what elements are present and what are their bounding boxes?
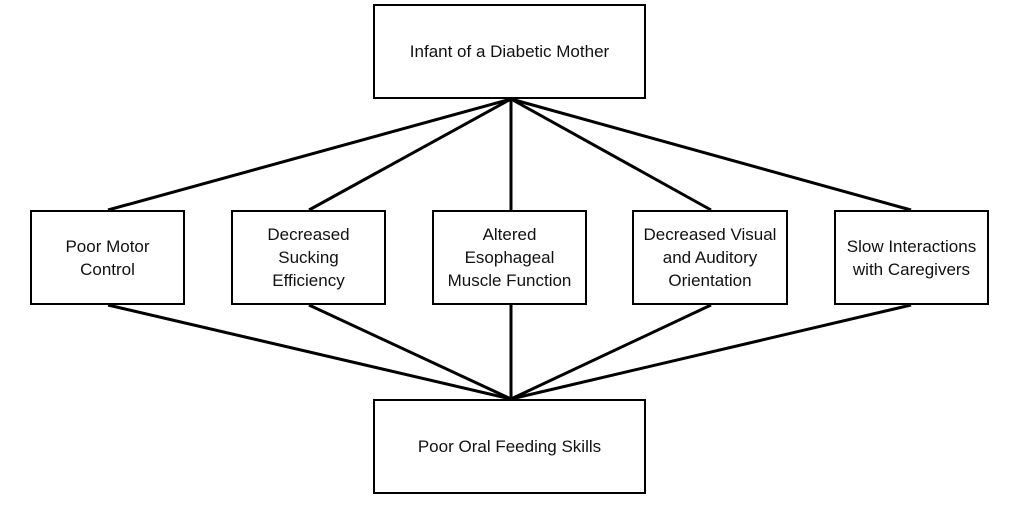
connector-poor-motor-control-to-bottom xyxy=(107,303,512,401)
node-label: Altered Esophageal Muscle Function xyxy=(447,225,572,290)
node-label: Slow Interactions with Caregivers xyxy=(846,236,977,279)
connector-top-to-decreased-sucking-efficiency xyxy=(308,97,512,212)
node-poor-oral-feeding-skills: Poor Oral Feeding Skills xyxy=(373,399,646,494)
connector-slow-interactions-to-bottom xyxy=(510,303,912,401)
connector-top-to-decreased-visual-auditory-orientation xyxy=(510,97,712,212)
connector-top-to-poor-motor-control xyxy=(107,97,512,212)
node-label: Decreased Visual and Auditory Orientatio… xyxy=(643,225,777,290)
connector-top-to-slow-interactions xyxy=(510,97,912,212)
node-label: Poor Motor Control xyxy=(65,236,150,279)
node-label: Decreased Sucking Efficiency xyxy=(267,225,350,290)
connector-decreased-visual-auditory-orientation-to-bottom xyxy=(510,303,712,401)
node-decreased-visual-auditory-orientation: Decreased Visual and Auditory Orientatio… xyxy=(632,210,788,305)
node-infant-of-diabetic-mother: Infant of a Diabetic Mother xyxy=(373,4,646,99)
node-poor-motor-control: Poor Motor Control xyxy=(30,210,185,305)
node-decreased-sucking-efficiency: Decreased Sucking Efficiency xyxy=(231,210,386,305)
node-label: Infant of a Diabetic Mother xyxy=(409,42,610,61)
connector-decreased-sucking-efficiency-to-bottom xyxy=(308,303,512,401)
node-slow-interactions-with-caregivers: Slow Interactions with Caregivers xyxy=(834,210,989,305)
node-altered-esophageal-muscle-function: Altered Esophageal Muscle Function xyxy=(432,210,587,305)
node-label: Poor Oral Feeding Skills xyxy=(417,437,602,456)
